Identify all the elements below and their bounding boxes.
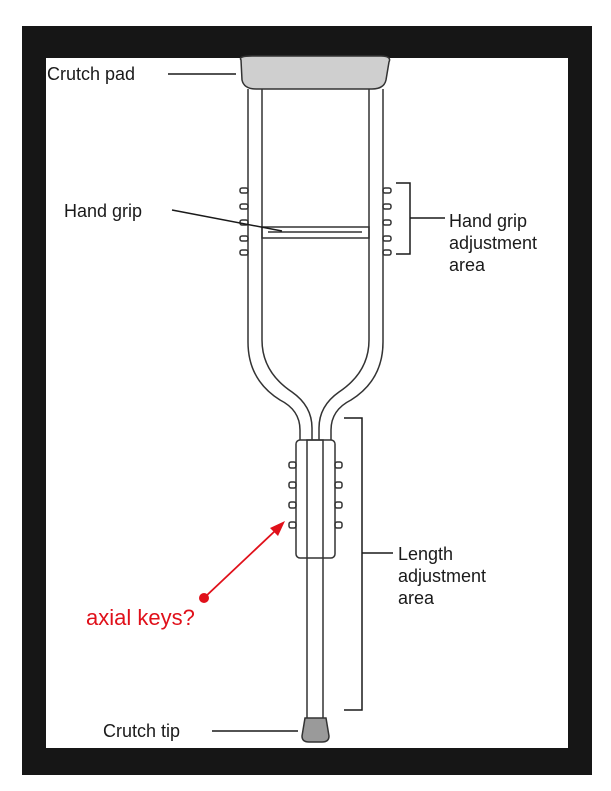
crutch-pad-shape bbox=[239, 55, 391, 90]
length-adjustment-sleeve bbox=[295, 439, 336, 559]
crutch-tip-shape bbox=[301, 717, 330, 743]
label-crutch-pad: Crutch pad bbox=[47, 64, 136, 84]
crutch-left-inner bbox=[261, 89, 313, 440]
label-length-adjustment: Length adjustment area bbox=[398, 544, 487, 608]
extension-tube bbox=[306, 439, 324, 721]
label-hand-grip-adjustment: Hand grip adjustment area bbox=[449, 211, 538, 275]
hand-grip-leader bbox=[171, 209, 283, 232]
hand-grip-bar bbox=[261, 226, 370, 239]
label-hand-grip: Hand grip bbox=[64, 201, 143, 221]
crutch-right-inner bbox=[318, 89, 370, 440]
length-bracket bbox=[344, 417, 393, 711]
axial-keys-annotation: axial keys? bbox=[86, 605, 195, 630]
label-crutch-tip: Crutch tip bbox=[103, 721, 181, 741]
hand-grip-bracket bbox=[396, 182, 445, 255]
crutch-left-upright bbox=[247, 89, 301, 440]
crutch-right-upright bbox=[330, 89, 384, 440]
axial-keys-arrow bbox=[199, 521, 285, 603]
